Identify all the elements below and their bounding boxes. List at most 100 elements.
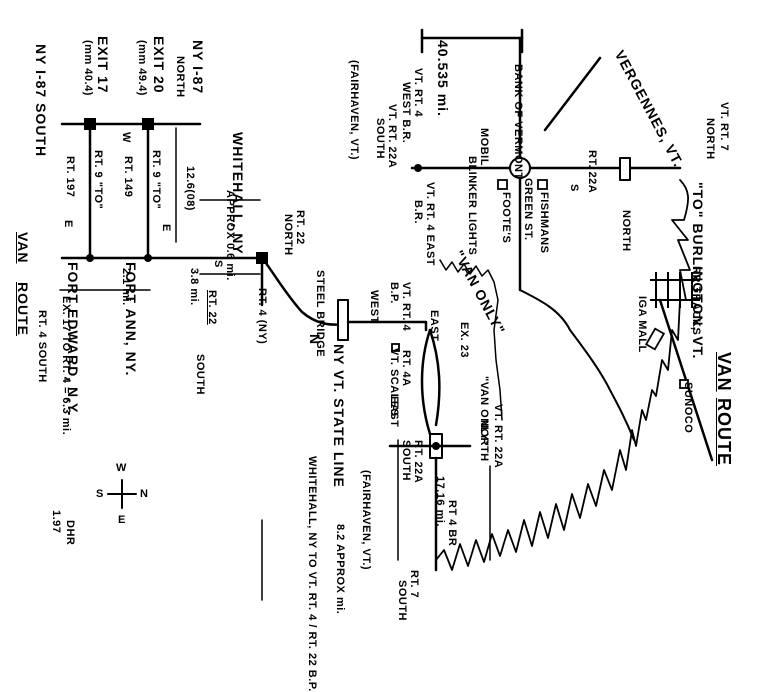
north-rt7-small: NORTH <box>620 210 632 252</box>
exit17-mm: (mm 40.4) <box>82 40 94 96</box>
rt4-south-label: RT. 4 SOUTH <box>36 310 48 383</box>
rt22-south-label: RT. 22 <box>206 290 218 325</box>
fairhaven-label-a: (FAIRHAVEN, VT.) <box>348 60 360 161</box>
w-small: W <box>120 132 132 143</box>
vt4-west-node <box>414 164 422 172</box>
vt4a-east-label: RT. 4A <box>400 350 412 387</box>
green-st-road <box>519 289 635 441</box>
vt7-north-label: VT. RT. 7 <box>718 102 730 152</box>
iga-label: IGA MALL <box>636 296 648 353</box>
rt22a-south2-label: RT. 22A <box>412 440 424 484</box>
footes-box <box>497 179 508 190</box>
exit20-mm: (mm 49.4) <box>136 40 148 96</box>
rt7-south-label: RT. 7 <box>408 570 420 599</box>
vt4-bp-dir: B.P. <box>388 282 400 304</box>
s-whitehall: S <box>212 260 224 268</box>
whitehall-node <box>256 252 268 264</box>
i87-north-dir: NORTH <box>174 56 186 98</box>
rt4a-road-2 <box>420 328 434 442</box>
vt22a-south-dir: SOUTH <box>374 118 386 159</box>
dist-2-1: 2.1 mi. <box>120 268 132 306</box>
exit20-node <box>142 118 154 130</box>
ny-vt-line-label: NY VT. STATE LINE <box>331 344 347 488</box>
vt4-bp-west: WEST <box>368 290 380 324</box>
bank-label: BANK OF VERMONT <box>512 64 524 180</box>
green-st-label: GREEN ST. <box>522 178 534 241</box>
dist-12-6: 12.6(08) <box>184 166 196 211</box>
fishmans-label: FISHMANS <box>538 192 550 254</box>
vt4-westbr-dir: WEST B.R. <box>400 82 412 144</box>
rt9-bottom: RT. 9 "TO" <box>92 150 104 210</box>
vergennes-arrow <box>543 56 602 132</box>
exit17-node <box>84 118 96 130</box>
vt22a-south-label: VT. RT. 22A <box>386 104 398 169</box>
e-small: E <box>160 224 172 232</box>
vt4-bp-road <box>346 320 428 332</box>
dist-40-535: 40.535 mi. <box>435 40 451 117</box>
route-map <box>59 28 714 601</box>
vt4-westbr-label: VT. RT. 4 <box>412 68 424 118</box>
fishmans-box <box>537 179 548 190</box>
footes-label: FOOTE'S <box>500 192 512 244</box>
fort-edward-node <box>86 254 94 262</box>
rt22a-south2-dir: SOUTH <box>400 440 412 481</box>
rr-tracks <box>650 272 700 308</box>
steel-bridge <box>337 299 349 341</box>
rt7-south-dir: SOUTH <box>396 580 408 621</box>
rt22-south-dir: SOUTH <box>194 354 206 395</box>
blinker-label: BLINKER LIGHTS <box>466 156 478 256</box>
compass-s: S <box>96 488 104 500</box>
dist-ex17-rt4: EX. 17 TO RT. 4 = 6.3 mi. <box>60 296 72 436</box>
van-only-label-2: "VAN ONLY" <box>478 376 490 447</box>
e-small-2: E <box>62 220 74 228</box>
vt4-eastbr-dir: B.R. <box>412 200 424 224</box>
title-route: ROUTE <box>714 398 734 466</box>
vt4-bp-label: VT. RT. 4 <box>400 282 412 332</box>
compass-n: N <box>140 488 148 500</box>
van-only-road <box>439 259 503 421</box>
rt149-label: RT. 149 <box>122 156 134 198</box>
i87-south-label: NY I-87 SOUTH <box>33 44 49 158</box>
fairhaven-label-b: (FAIRHAVEN, VT.) <box>360 470 372 571</box>
junction-node <box>432 442 440 450</box>
vt4-bp-east: EAST <box>428 310 440 342</box>
sunoco-label: SUNOCO <box>682 382 694 434</box>
exit17-label: EXIT 17 <box>95 36 111 94</box>
title-route-left: ROUTE <box>15 282 31 336</box>
rt22a-mid-label: RT. 22A <box>586 150 598 194</box>
rt4br-label: RT 4 BR <box>446 500 458 547</box>
vergennes-center <box>509 157 531 179</box>
s-rt22a-small: S <box>568 184 580 192</box>
dist-17-16: 17.16 mi. <box>434 476 446 527</box>
exit20-label: EXIT 20 <box>151 36 167 94</box>
iga-box <box>644 327 666 351</box>
signature-initials: DHR <box>64 520 76 546</box>
rt22a-bridge <box>619 157 631 181</box>
vt7-north-dir: NORTH <box>704 118 716 160</box>
scales-box <box>391 343 400 352</box>
rt7-road <box>435 179 691 571</box>
mobil-label: MOBIL <box>478 128 490 166</box>
title-van: VAN <box>714 352 734 392</box>
title-van-left: VAN <box>15 232 31 264</box>
n-whitehall: N <box>307 334 323 346</box>
vt4-eastbr-label: VT. RT. 4 EAST <box>424 182 436 267</box>
fort-ann-node <box>144 254 152 262</box>
compass-w: W <box>116 462 127 474</box>
rt22-north-dir: NORTH <box>282 214 294 256</box>
compass-e: E <box>118 514 126 526</box>
dist-0-6: APPROX 0.6 mi. <box>224 190 236 281</box>
rt4-ny-label: RT. 4 (NY) <box>256 288 268 345</box>
scales-label: VT. SCALES <box>388 348 400 417</box>
rt197-label: RT. 197 <box>64 156 76 198</box>
rt4a-road <box>428 328 441 427</box>
signature-year: 1.97 <box>50 510 62 534</box>
ex23-label: EX. 23 <box>458 322 470 359</box>
i87-north-label: NY I-87 <box>190 40 206 95</box>
dist-8-2: 8.2 APPROX mi. <box>334 524 346 615</box>
rt22-north-label: RT. 22 <box>294 210 306 245</box>
sunoco-box <box>679 379 689 389</box>
wh-to-vt4-label: WHITEHALL, NY TO VT. RT. 4 / RT. 22 B.P. <box>306 456 318 692</box>
dist-3-8: 3.8 mi. <box>188 268 200 306</box>
rt9-top: RT. 9 "TO" <box>150 150 162 210</box>
